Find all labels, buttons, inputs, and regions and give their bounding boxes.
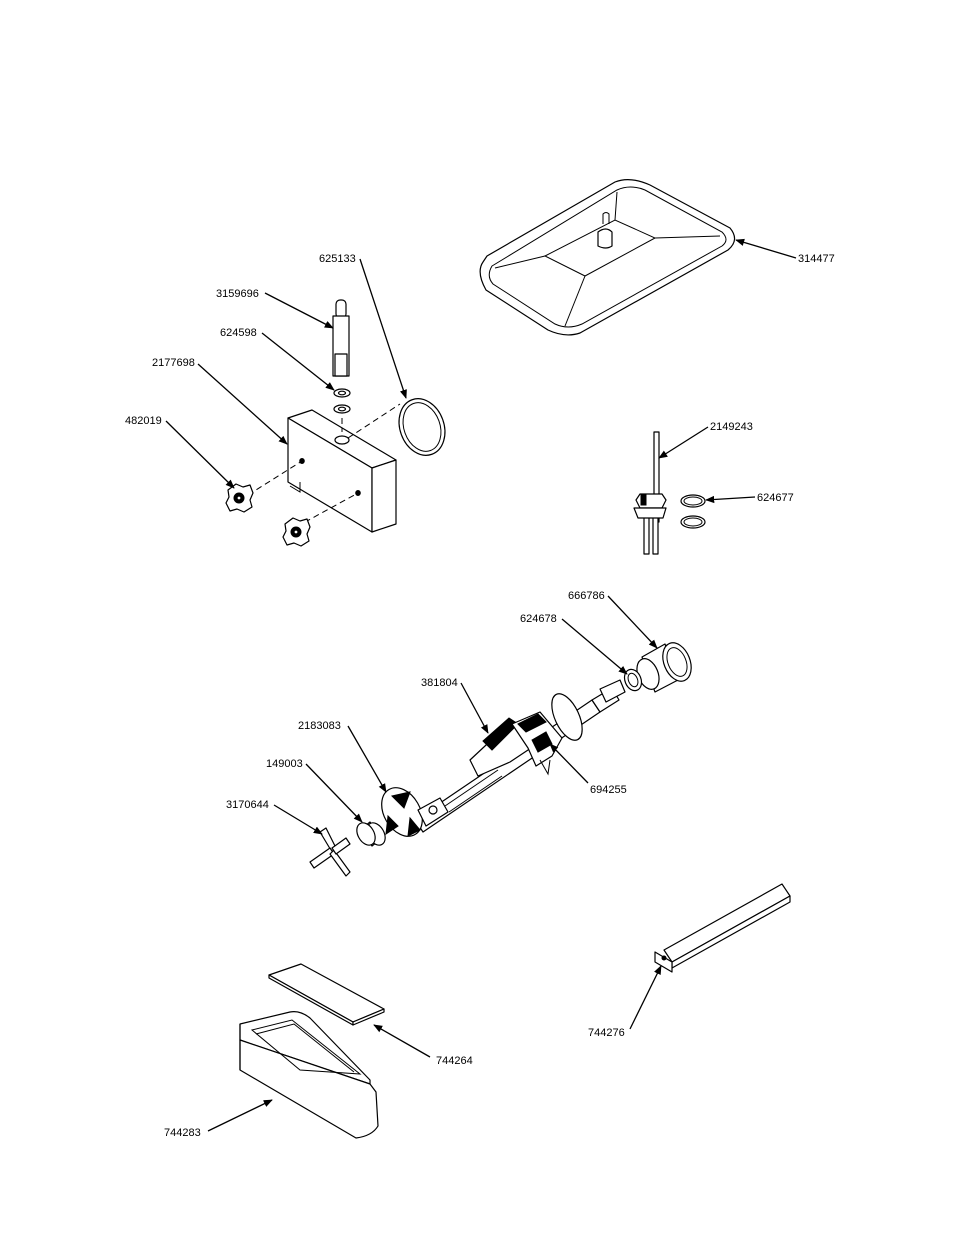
label-3170644: 3170644 <box>226 799 269 811</box>
label-625133: 625133 <box>319 253 356 265</box>
label-624677: 624677 <box>757 492 794 504</box>
label-3159696: 3159696 <box>216 288 259 300</box>
block-2177698 <box>287 409 397 533</box>
o-rings-624677 <box>680 494 706 529</box>
label-482019: 482019 <box>125 415 162 427</box>
label-694255: 694255 <box>590 784 627 796</box>
label-2177698: 2177698 <box>152 357 195 369</box>
label-2149243: 2149243 <box>710 421 753 433</box>
label-744276: 744276 <box>588 1027 625 1039</box>
washers-624598 <box>333 388 351 414</box>
rail-744276 <box>654 883 791 973</box>
bushing-149003 <box>356 821 386 847</box>
label-314477: 314477 <box>798 253 835 265</box>
bin-744283 <box>239 1011 379 1139</box>
lid-744264 <box>268 963 385 1026</box>
label-744283: 744283 <box>164 1127 201 1139</box>
drip-tray-314477 <box>479 179 736 336</box>
leader-lines <box>165 238 797 1132</box>
label-2183083: 2183083 <box>298 720 341 732</box>
label-149003: 149003 <box>266 758 303 770</box>
label-666786: 666786 <box>568 590 605 602</box>
tube-assembly-2149243 <box>633 431 667 555</box>
o-ring-625133 <box>398 398 446 456</box>
knobs-482019 <box>225 483 311 547</box>
sleeve-666786 <box>636 642 692 693</box>
label-624598: 624598 <box>220 327 257 339</box>
key-3170644 <box>309 827 351 877</box>
impeller-2183083 <box>381 787 449 837</box>
label-624678: 624678 <box>520 613 557 625</box>
flange-694255 <box>511 693 583 776</box>
label-381804: 381804 <box>421 677 458 689</box>
label-744264: 744264 <box>436 1055 473 1067</box>
shaft-3159696 <box>332 299 350 377</box>
ring-624678 <box>623 668 643 692</box>
